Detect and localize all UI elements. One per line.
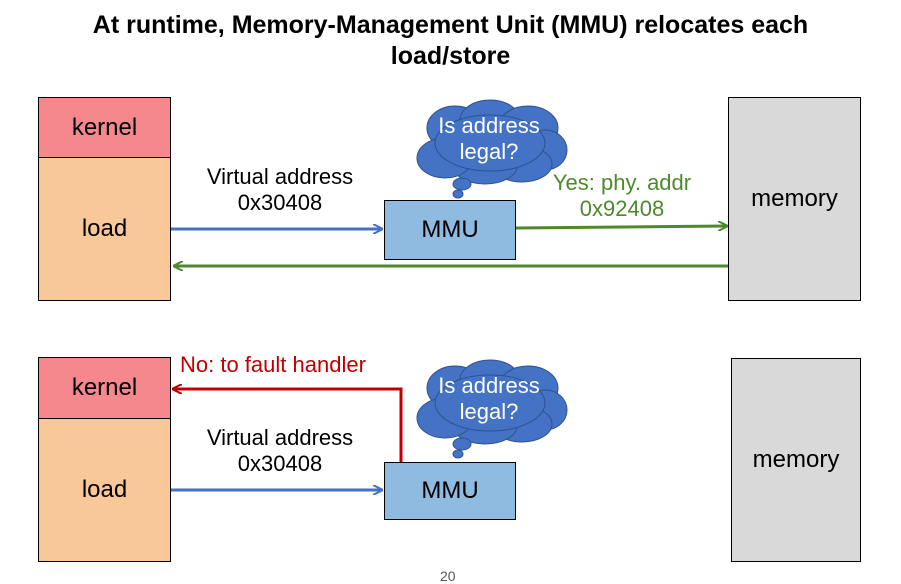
top-mmu-label: MMU xyxy=(421,216,479,243)
top-yes-line1: Yes: phy. addr xyxy=(552,170,692,195)
top-cloud-shape xyxy=(416,99,568,199)
bottom-fault-arrow xyxy=(173,389,403,462)
bottom-mmu-box: MMU xyxy=(384,462,516,520)
slide-title-line1: At runtime, Memory-Management Unit (MMU)… xyxy=(92,11,809,39)
bottom-mmu-label: MMU xyxy=(421,477,479,504)
top-cloud-text: Is address legal? xyxy=(422,113,556,165)
bottom-kernel-label: kernel xyxy=(71,374,138,401)
top-virtual-line2: 0x30408 xyxy=(237,190,323,215)
bottom-cloud-line2: legal? xyxy=(459,399,519,424)
top-physical-address-arrow xyxy=(515,226,727,228)
bottom-memory-label: memory xyxy=(752,446,840,473)
bottom-cloud-line1: Is address xyxy=(438,373,540,398)
bottom-cloud-shape xyxy=(416,359,568,459)
top-physical-address-label: Yes: phy. addr 0x92408 xyxy=(532,170,712,222)
top-yes-line2: 0x92408 xyxy=(579,196,665,221)
top-load-label: load xyxy=(81,215,128,242)
top-kernel-label: kernel xyxy=(71,113,138,141)
top-virtual-address-label: Virtual address 0x30408 xyxy=(180,164,380,216)
top-mmu-box: MMU xyxy=(384,200,516,260)
top-cloud-line1: Is address xyxy=(438,113,540,138)
top-memory-box: memory xyxy=(728,97,861,301)
page-number: 20 xyxy=(440,568,456,584)
bottom-virtual-line2: 0x30408 xyxy=(237,451,323,476)
bottom-kernel-box: kernel xyxy=(38,357,171,419)
top-cloud-line2: legal? xyxy=(459,139,519,164)
slide-title: At runtime, Memory-Management Unit (MMU)… xyxy=(0,10,901,72)
bottom-virtual-line1: Virtual address xyxy=(206,425,354,450)
top-kernel-box: kernel xyxy=(38,97,171,158)
slide-title-line2: load/store xyxy=(390,42,511,70)
bottom-cloud-text: Is address legal? xyxy=(422,373,556,425)
bottom-virtual-address-label: Virtual address 0x30408 xyxy=(180,425,380,477)
fault-handler-text: No: to fault handler xyxy=(180,352,366,377)
top-virtual-line1: Virtual address xyxy=(206,164,354,189)
bottom-memory-box: memory xyxy=(731,358,861,562)
top-load-box: load xyxy=(38,157,171,301)
fault-handler-label: No: to fault handler xyxy=(180,352,410,378)
top-memory-label: memory xyxy=(751,185,838,212)
bottom-load-box: load xyxy=(38,418,171,562)
bottom-load-label: load xyxy=(81,476,128,503)
